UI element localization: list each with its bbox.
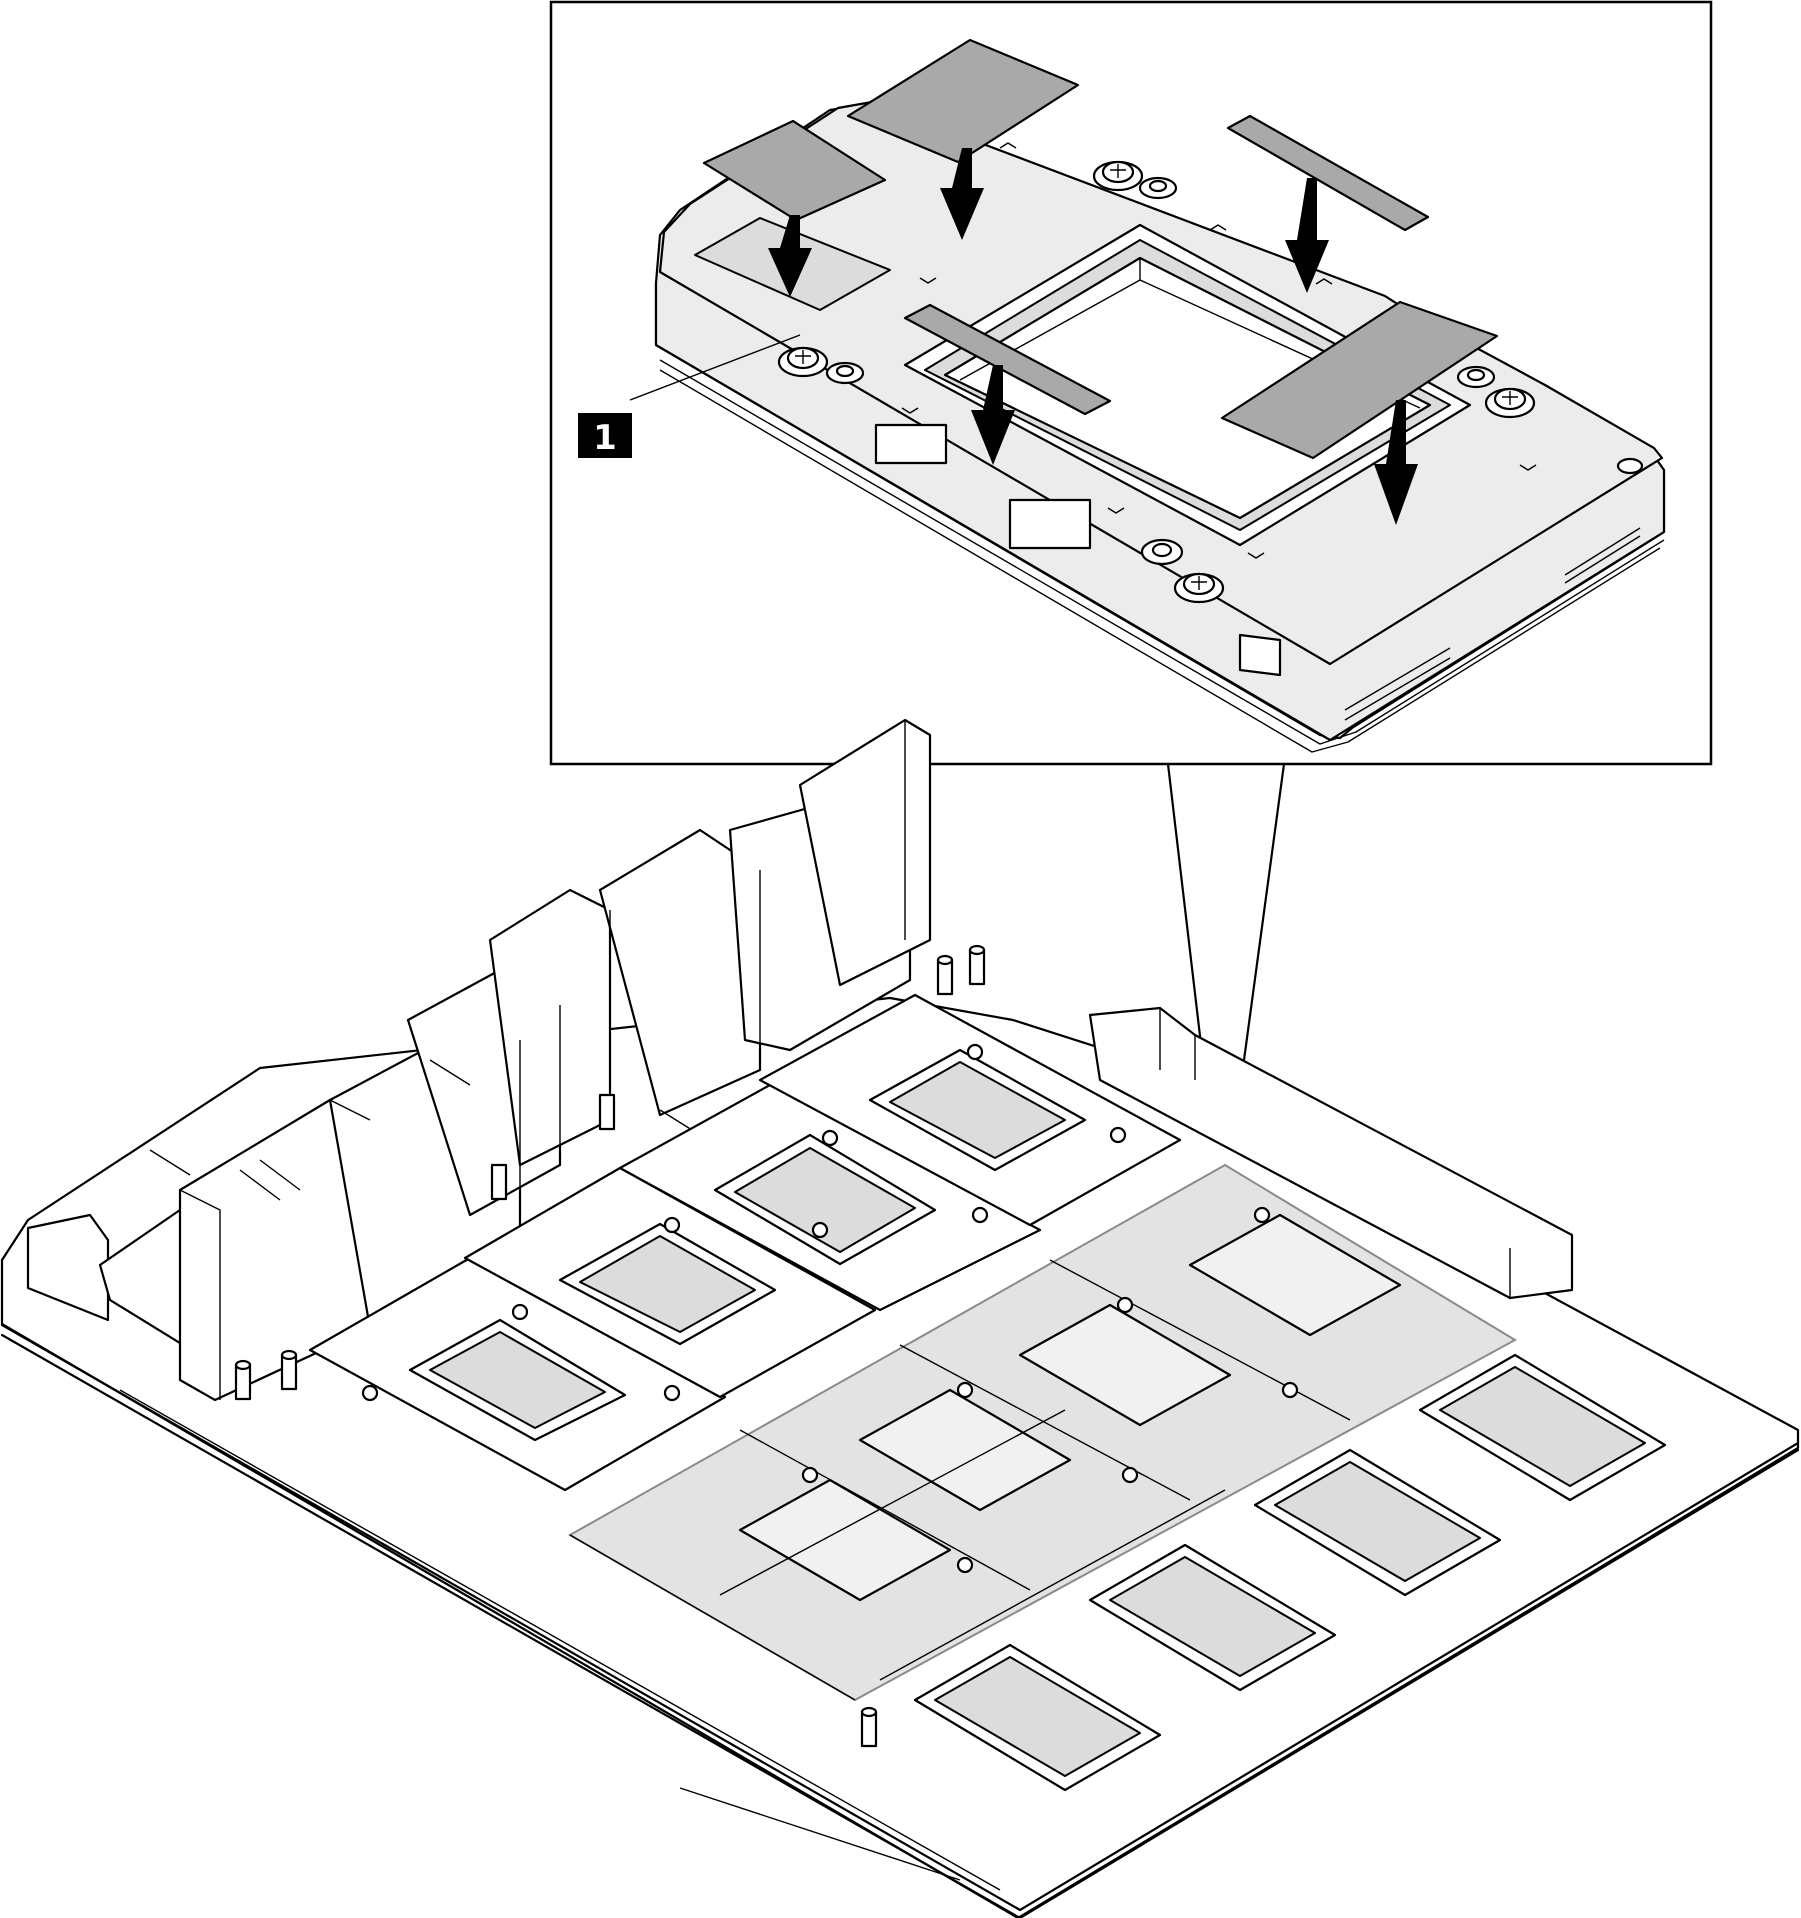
cold-plate-a — [308, 1256, 727, 1492]
thermal-pads — [702, 38, 1499, 525]
thermal-pad-3 — [1226, 114, 1430, 232]
gpu-board-assembly — [0, 718, 1800, 1918]
plate-screws — [361, 1043, 1299, 1574]
screw-bottom — [1140, 538, 1225, 604]
cold-plate-c — [618, 1083, 1042, 1312]
arrow-down-2 — [940, 148, 984, 240]
empty-gpu-sockets — [913, 1353, 1667, 1792]
arrow-down-5 — [1374, 400, 1418, 525]
callout-1: 1 — [578, 334, 801, 458]
screw-right — [1456, 365, 1644, 475]
screw-left — [777, 346, 865, 385]
cold-plate-d — [758, 993, 1182, 1227]
screw-top — [1092, 160, 1178, 200]
right-enclosure — [1088, 1006, 1574, 1300]
cold-plate-module — [654, 100, 1666, 753]
callout-1-box — [578, 413, 632, 458]
arrow-down-1 — [768, 215, 812, 297]
arrow-down-4 — [971, 365, 1015, 465]
callout-leader-line — [629, 334, 801, 401]
cold-plate-b — [463, 1166, 877, 1399]
thermal-pad-5 — [1220, 300, 1499, 460]
thermal-pad-2 — [846, 38, 1080, 164]
arrow-down-3 — [1285, 178, 1329, 293]
gpu-cold-plates — [308, 993, 1667, 1792]
thermal-pad-4 — [903, 303, 1112, 416]
callout-1-label: 1 — [593, 418, 617, 458]
highlighted-gpu-region — [567, 1163, 1518, 1702]
left-component-area — [26, 718, 1064, 1754]
detail-inset: 1 — [549, 0, 1713, 766]
thermal-pad-1 — [702, 119, 887, 222]
